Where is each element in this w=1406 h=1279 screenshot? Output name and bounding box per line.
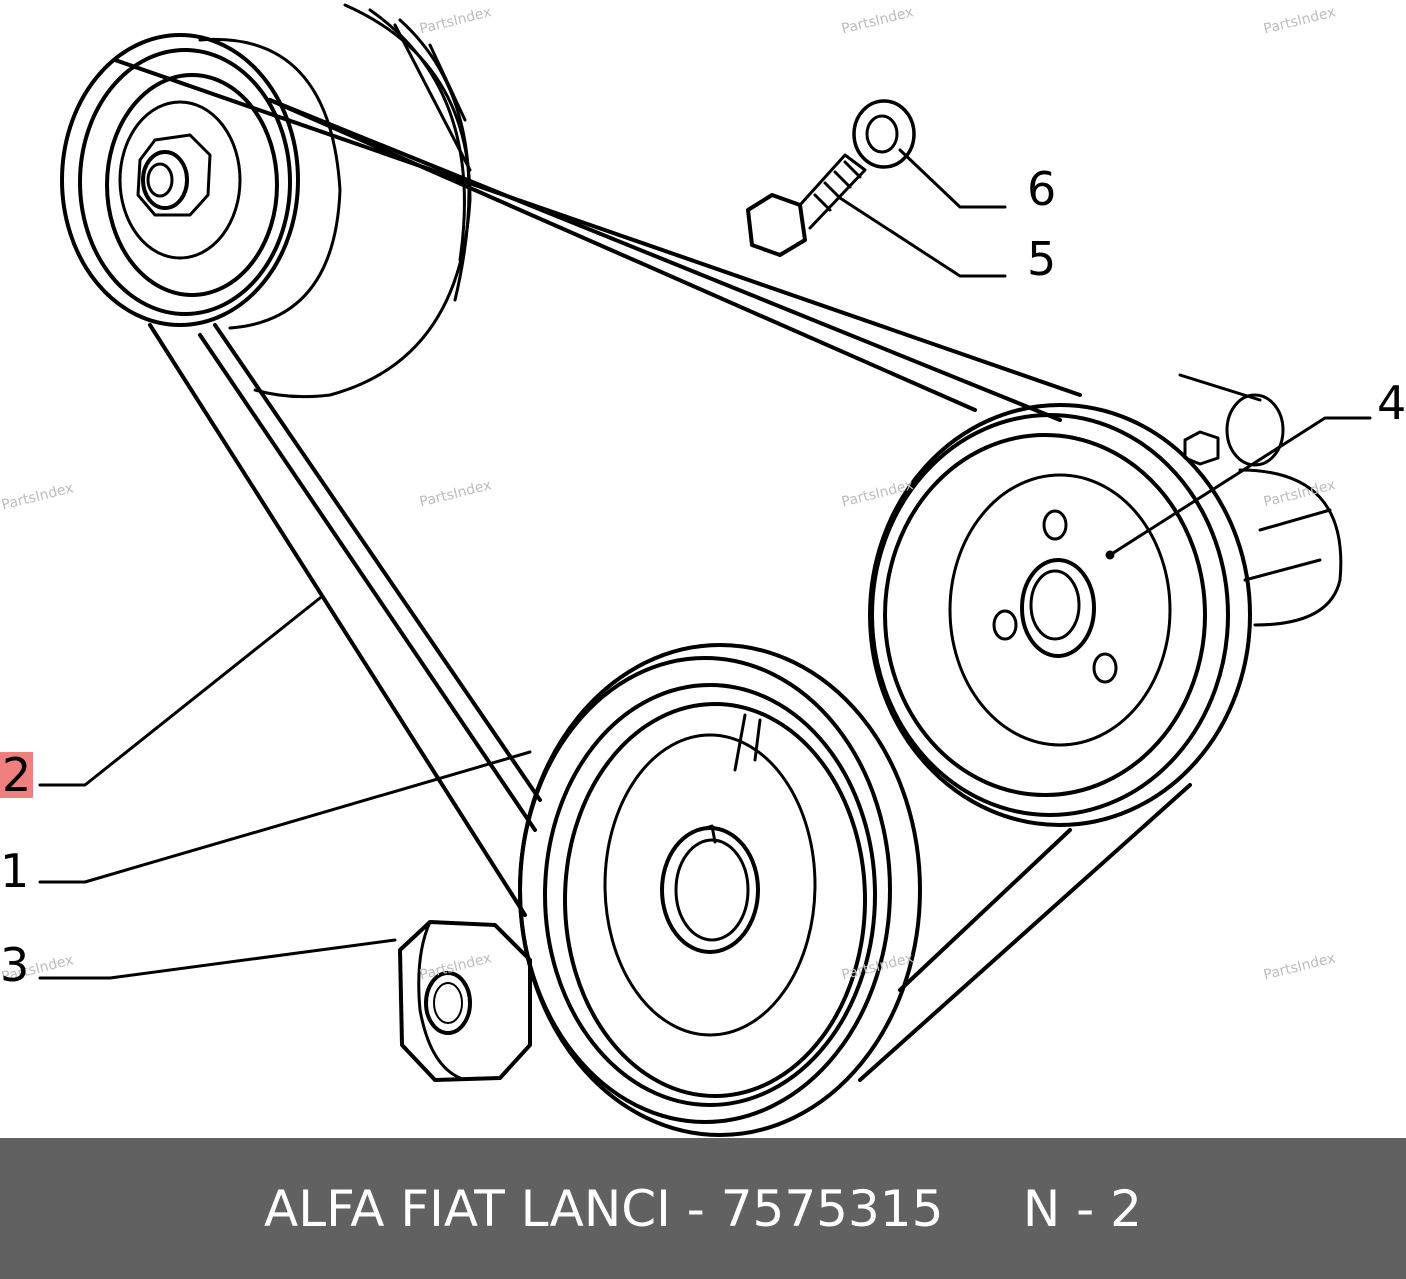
- reference-label: N - 2: [1022, 1179, 1142, 1238]
- callout-3[interactable]: 3: [0, 938, 30, 992]
- callout-6[interactable]: 6: [1027, 162, 1057, 216]
- callout-4[interactable]: 4: [1377, 376, 1406, 430]
- poly-v-belt: [113, 58, 1192, 1082]
- part-caption: ALFA FIAT LANCI - 7575315 N - 2: [264, 1180, 1142, 1238]
- bolt: [746, 153, 867, 257]
- leader-lines: [38, 148, 1372, 980]
- parts-diagram: PartsIndex PartsIndex PartsIndex PartsIn…: [0, 3, 1406, 1137]
- part-number-label: ALFA FIAT LANCI - 7575315: [264, 1179, 944, 1238]
- belt-drive-drawing: [38, 3, 1372, 1137]
- callout-1[interactable]: 1: [0, 844, 30, 898]
- crankshaft-pulley: [518, 643, 922, 1137]
- callout-5[interactable]: 5: [1027, 232, 1057, 286]
- pump-pulley: [868, 373, 1343, 827]
- alternator-housing: [253, 3, 472, 399]
- caption-bar: ALFA FIAT LANCI - 7575315 N - 2: [0, 1138, 1406, 1279]
- washer: [852, 99, 916, 169]
- pulley-nut: [398, 920, 532, 1082]
- callout-2[interactable]: 2: [0, 748, 34, 802]
- idler-pulley: [60, 33, 342, 330]
